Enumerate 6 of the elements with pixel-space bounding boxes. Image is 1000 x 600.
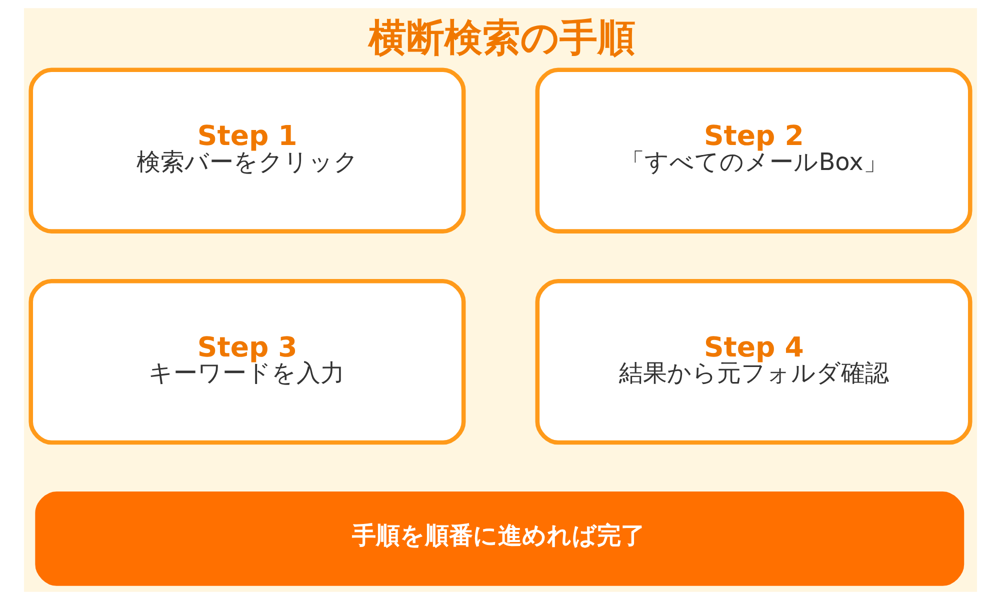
node-box: Step 4 結果から元フォルダ確認: [534, 278, 972, 445]
node-box: Step 1 検索バーをクリック: [28, 68, 466, 234]
node-box: 手順を順番に進めれば完了: [34, 491, 964, 586]
node-box: Step 2 「すべてのメールBox」: [534, 68, 972, 234]
diagram-title: 横断検索の手順: [368, 15, 635, 60]
node-box: Step 3 キーワードを入力: [28, 278, 466, 445]
